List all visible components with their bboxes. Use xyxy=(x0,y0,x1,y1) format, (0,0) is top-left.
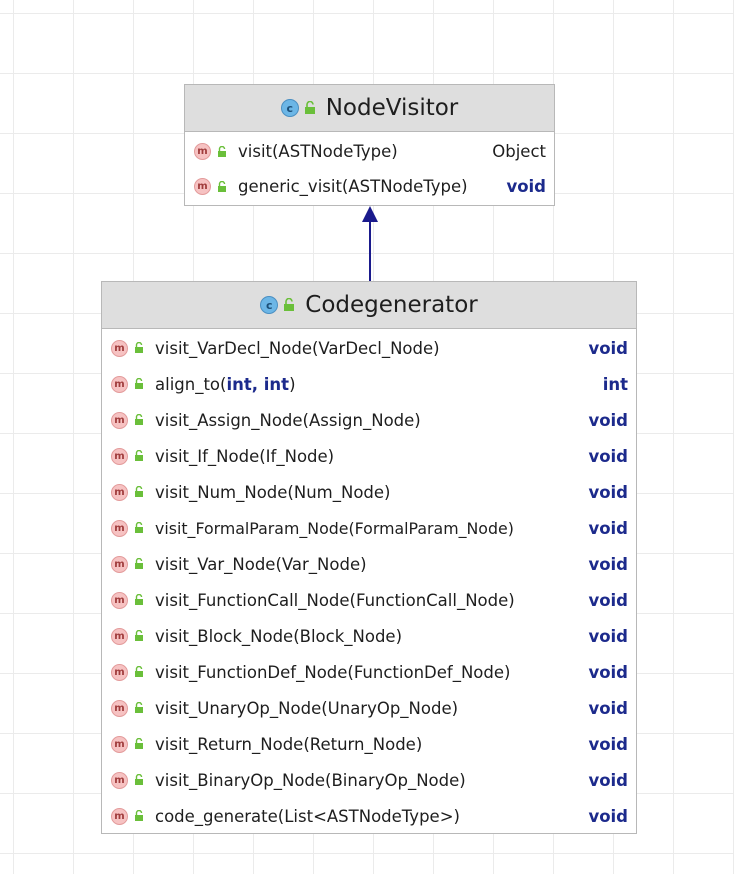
return-type: void xyxy=(588,590,628,610)
method-icon: m xyxy=(111,627,128,645)
method-signature: visit(ASTNodeType) xyxy=(238,142,398,161)
method-row[interactable]: m visit_If_Node(If_Node) void xyxy=(102,438,636,474)
method-icon: m xyxy=(194,178,211,195)
unlock-icon xyxy=(135,450,143,461)
return-type: Object xyxy=(492,142,546,161)
method-signature: generic_visit(ASTNodeType) xyxy=(238,177,468,196)
method-signature: align_to(int, int) xyxy=(155,375,296,394)
method-signature: visit_UnaryOp_Node(UnaryOp_Node) xyxy=(155,698,459,718)
return-type: int xyxy=(602,374,628,394)
method-icon: m xyxy=(111,339,128,357)
method-close-paren: ) xyxy=(289,374,296,394)
method-icon: m xyxy=(111,447,128,465)
return-type: void xyxy=(588,770,628,790)
method-icon: m xyxy=(111,591,128,609)
method-signature: visit_VarDecl_Node(VarDecl_Node) xyxy=(155,338,440,358)
class-box-nodevisitor[interactable]: c NodeVisitor m visit(ASTNodeType) Objec… xyxy=(184,84,555,206)
method-row[interactable]: m code_generate(List<ASTNodeType>) void xyxy=(102,798,636,834)
method-row[interactable]: m visit_FormalParam_Node(FormalParam_Nod… xyxy=(102,510,636,546)
return-type: void xyxy=(588,806,628,826)
method-row[interactable]: m visit_FunctionDef_Node(FunctionDef_Nod… xyxy=(102,654,636,690)
method-row[interactable]: m generic_visit(ASTNodeType) void xyxy=(185,169,554,204)
method-signature: visit_BinaryOp_Node(BinaryOp_Node) xyxy=(155,770,466,790)
unlock-icon xyxy=(135,414,143,425)
method-signature: visit_Var_Node(Var_Node) xyxy=(155,554,367,574)
unlock-icon xyxy=(135,702,143,713)
unlock-icon xyxy=(135,522,143,533)
unlock-icon xyxy=(218,180,226,192)
method-signature: visit_FunctionDef_Node(FunctionDef_Node) xyxy=(155,662,511,682)
return-type: void xyxy=(588,662,628,682)
class-name: NodeVisitor xyxy=(325,95,459,121)
inheritance-arrow xyxy=(362,206,378,281)
method-icon: m xyxy=(111,519,128,537)
return-type: void xyxy=(588,626,628,646)
unlock-icon xyxy=(135,342,143,353)
method-signature: code_generate(List<ASTNodeType>) xyxy=(155,806,460,826)
method-row[interactable]: m visit_VarDecl_Node(VarDecl_Node) void xyxy=(102,330,636,366)
method-icon: m xyxy=(111,555,128,573)
return-type: void xyxy=(588,698,628,718)
method-signature: visit_Block_Node(Block_Node) xyxy=(155,626,403,646)
method-row[interactable]: m visit_BinaryOp_Node(BinaryOp_Node) voi… xyxy=(102,762,636,798)
return-type: void xyxy=(588,338,628,358)
return-type: void xyxy=(506,177,546,196)
method-icon: m xyxy=(111,699,128,717)
method-signature: visit_FunctionCall_Node(FunctionCall_Nod… xyxy=(155,590,515,610)
method-icon: m xyxy=(111,771,128,789)
method-row[interactable]: m visit_Num_Node(Num_Node) void xyxy=(102,474,636,510)
unlock-icon xyxy=(284,298,295,311)
class-icon: c xyxy=(260,296,279,314)
return-type: void xyxy=(588,518,628,538)
unlock-icon xyxy=(135,666,143,677)
unlock-icon xyxy=(135,594,143,605)
method-icon: m xyxy=(194,143,211,160)
method-icon: m xyxy=(111,483,128,501)
return-type: void xyxy=(588,734,628,754)
class-name: Codegenerator xyxy=(305,292,478,318)
unlock-icon xyxy=(135,378,143,389)
return-type: void xyxy=(588,554,628,574)
class-header: c NodeVisitor xyxy=(185,85,554,132)
unlock-icon xyxy=(135,810,143,821)
unlock-icon xyxy=(135,774,143,785)
method-row[interactable]: m visit_Assign_Node(Assign_Node) void xyxy=(102,402,636,438)
method-row[interactable]: m visit_Var_Node(Var_Node) void xyxy=(102,546,636,582)
method-icon: m xyxy=(111,411,128,429)
method-row[interactable]: m visit(ASTNodeType) Object xyxy=(185,134,554,169)
unlock-icon xyxy=(304,101,315,114)
method-row[interactable]: m visit_UnaryOp_Node(UnaryOp_Node) void xyxy=(102,690,636,726)
method-name: align_to( xyxy=(155,374,227,394)
return-type: void xyxy=(588,446,628,466)
unlock-icon xyxy=(135,486,143,497)
method-signature: visit_Num_Node(Num_Node) xyxy=(155,482,391,502)
class-box-codegenerator[interactable]: c Codegenerator m visit_VarDecl_Node(Var… xyxy=(101,281,637,834)
method-icon: m xyxy=(111,807,128,825)
method-row[interactable]: m visit_Block_Node(Block_Node) void xyxy=(102,618,636,654)
method-row[interactable]: m visit_FunctionCall_Node(FunctionCall_N… xyxy=(102,582,636,618)
method-icon: m xyxy=(111,735,128,753)
unlock-icon xyxy=(135,630,143,641)
method-signature: visit_If_Node(If_Node) xyxy=(155,446,335,466)
unlock-icon xyxy=(135,558,143,569)
class-header: c Codegenerator xyxy=(102,282,636,329)
method-icon: m xyxy=(111,375,128,393)
param-type: int xyxy=(263,374,290,394)
method-row[interactable]: m align_to(int, int) int xyxy=(102,366,636,402)
param-type: int xyxy=(226,374,252,394)
method-signature: visit_Return_Node(Return_Node) xyxy=(155,734,423,754)
class-icon: c xyxy=(280,99,299,117)
return-type: void xyxy=(588,482,628,502)
unlock-icon xyxy=(218,145,226,157)
return-type: void xyxy=(588,410,628,430)
method-icon: m xyxy=(111,663,128,681)
param-separator: , xyxy=(251,374,264,394)
method-signature: visit_Assign_Node(Assign_Node) xyxy=(155,410,421,430)
method-row[interactable]: m visit_Return_Node(Return_Node) void xyxy=(102,726,636,762)
method-signature: visit_FormalParam_Node(FormalParam_Node) xyxy=(155,518,514,538)
unlock-icon xyxy=(135,738,143,749)
